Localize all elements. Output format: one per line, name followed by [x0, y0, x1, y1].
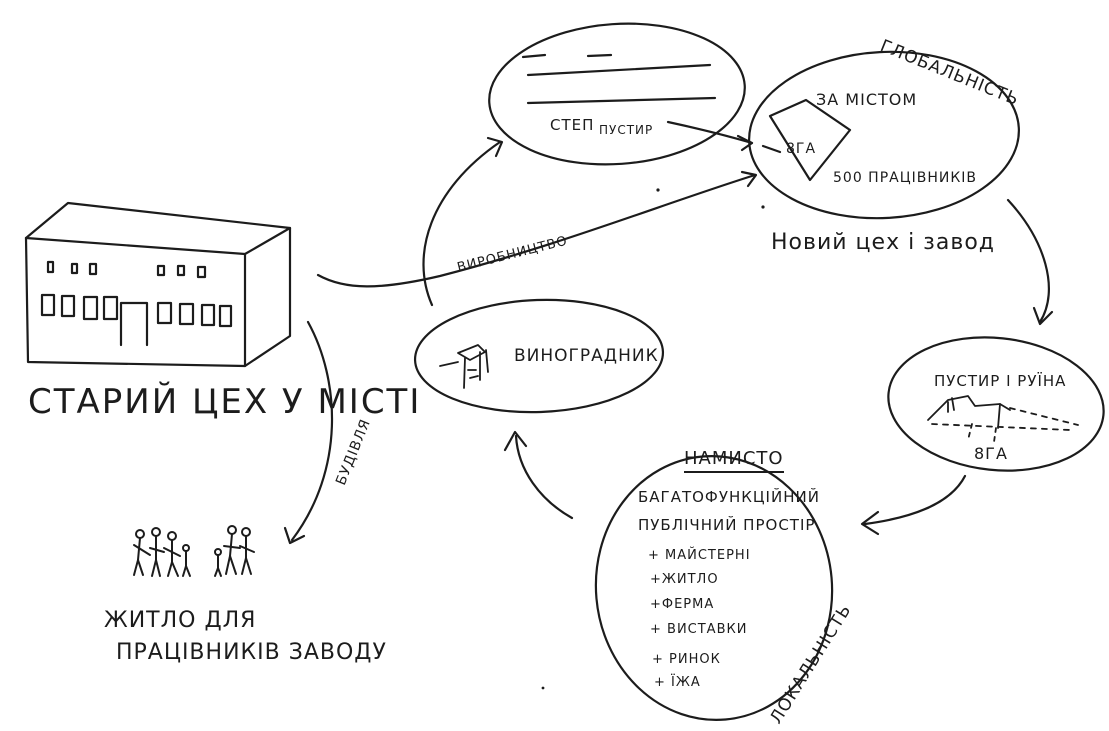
function-item-market: + РИНОК: [652, 652, 721, 667]
new-factory-ellipse: [748, 50, 1020, 220]
function-item-housing: +ЖИТЛО: [650, 572, 719, 587]
ruin-area-label: 8ГА: [974, 444, 1008, 463]
steppe-ellipse: [488, 22, 746, 166]
ruin-plot: [927, 395, 1079, 443]
arrow-production: [316, 173, 757, 288]
arrow-factory-to-ruin: [1006, 198, 1050, 324]
outside-city-label: ЗА МІСТОМ: [816, 90, 918, 109]
housing-label-line1: ЖИТЛО ДЛЯ: [104, 608, 257, 633]
vineyard-vines: [439, 344, 489, 389]
function-item-workshops: + МАЙСТЕРНІ: [648, 548, 751, 563]
namysto-title: НАМИСТО: [684, 450, 784, 473]
old-workshop-label: СТАРИЙ ЦЕХ У МІСТІ: [28, 382, 422, 422]
arrow-vineyard-to-steppe: [422, 140, 502, 307]
function-item-food: + ЇЖА: [654, 675, 701, 690]
steppe-label: СТЕП: [550, 116, 595, 134]
arrow-ruin-to-namysto: [863, 474, 967, 526]
arrow-building-to-housing: [290, 320, 334, 542]
namysto-ellipse: [594, 455, 834, 721]
old-factory-building: [24, 201, 292, 368]
factory-plot: [768, 98, 852, 182]
ruin-label: ПУСТИР І РУЇНА: [934, 372, 1067, 390]
housing-label-line2: ПРАЦІВНИКІВ ЗАВОДУ: [116, 640, 387, 665]
ruin-ellipse: [887, 336, 1105, 472]
public-space-line1: БАГАТОФУНКЦІЙНИЙ: [638, 488, 820, 506]
workers-500-label: 500 ПРАЦІВНИКІВ: [833, 170, 977, 186]
function-item-exhibitions: + ВИСТАВКИ: [650, 622, 748, 637]
vineyard-label: ВИНОГРАДНИК: [514, 346, 659, 366]
function-item-farm: +ФЕРМА: [650, 597, 715, 612]
people-figures: [133, 525, 255, 577]
vineyard-ellipse: [413, 298, 665, 414]
area-8ha-label: 8ГА: [786, 141, 817, 157]
wasteland-label: ПУСТИР: [599, 123, 654, 137]
public-space-line2: ПУБЛІЧНИЙ ПРОСТІР: [638, 516, 816, 534]
new-factory-label: Новий цех і завод: [771, 230, 996, 255]
arrow-namysto-to-vineyard: [514, 434, 574, 520]
